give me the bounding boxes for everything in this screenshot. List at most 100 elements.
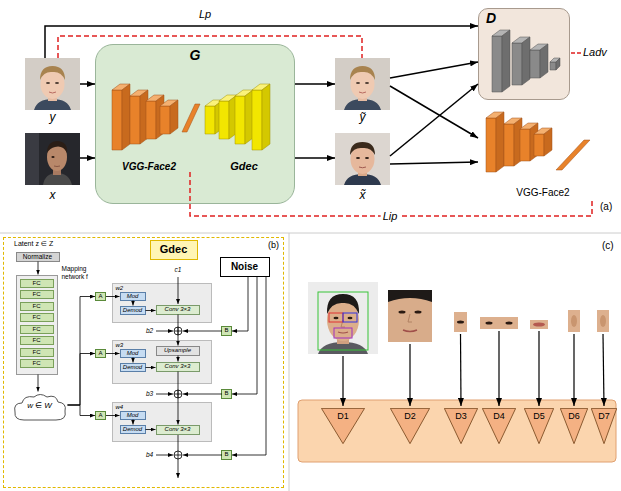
- encoder-layers: [160, 106, 170, 134]
- triangle-outline: [390, 408, 429, 443]
- flow-arrow: [178, 372, 179, 425]
- latent-cloud: w ∈ W: [12, 392, 68, 422]
- triangle-outline: [482, 408, 515, 443]
- edge-label-holder: Lp: [197, 8, 213, 20]
- discriminator-triangle: D1: [321, 408, 365, 444]
- flow-arrow: [390, 84, 478, 156]
- loss-label: Ladv: [583, 46, 607, 58]
- identity-layers: [486, 112, 590, 172]
- face-photo: [25, 133, 80, 185]
- panel-label: (a): [600, 201, 612, 212]
- node-text: FC: [33, 360, 41, 367]
- node-text: FC: [33, 303, 41, 310]
- node-text: D3: [455, 412, 467, 422]
- mod-box: Mod: [120, 411, 146, 420]
- encoder-layers: [130, 96, 140, 144]
- flow-arrow: [146, 310, 156, 311]
- node-text: VGG-Face2: [122, 161, 176, 172]
- discriminator-layers: [512, 43, 522, 85]
- identity-layers: [486, 118, 496, 172]
- discriminator-triangle: D3: [444, 408, 478, 444]
- affine-box: A: [95, 411, 106, 420]
- style-block: w4ModDemodConv 3×3: [112, 402, 212, 442]
- stylegan-wiring: [183, 455, 222, 456]
- face-photo: [335, 58, 390, 110]
- layer-box: FC: [20, 348, 54, 357]
- node-text: FC: [33, 349, 41, 356]
- panel-label: (c): [602, 240, 614, 251]
- discriminator-band: [298, 400, 616, 462]
- noise-scale-box: B: [221, 389, 232, 399]
- node-text: x̃: [360, 189, 366, 202]
- flow-arrow: [38, 262, 39, 275]
- flow-arrow: [68, 297, 96, 406]
- discriminator-layers: [530, 50, 540, 78]
- flow-arrow: [133, 420, 134, 425]
- layer-box: FC: [20, 302, 54, 311]
- face-crops: [486, 322, 493, 325]
- flow-arrow: [295, 157, 335, 159]
- face-crops: [597, 310, 609, 332]
- node-text: w ∈ W: [27, 402, 52, 411]
- face-crops: [571, 315, 577, 327]
- node-text: A: [98, 293, 102, 300]
- stylegan-wiring: [156, 455, 173, 456]
- sum-node: [178, 451, 179, 459]
- face-crops: [530, 320, 548, 329]
- flow-arrow: [133, 358, 134, 363]
- style-block: w3ModDemodUpsampleConv 3×3: [112, 340, 212, 384]
- loss-leader: [571, 52, 581, 54]
- sum-node: [174, 451, 182, 459]
- face-crops: [506, 322, 513, 325]
- discriminator-triangle: D4: [482, 408, 516, 444]
- flow-arrow: [232, 277, 248, 332]
- stylegan-wiring: [183, 394, 222, 395]
- face-crops: [457, 321, 464, 324]
- node-text: D7: [598, 412, 610, 422]
- panel-separator: [289, 233, 290, 491]
- triangle-outline: [321, 408, 364, 443]
- noise-scale-box: B: [221, 326, 232, 336]
- stylegan-wiring: [178, 277, 179, 304]
- node-text: Demod: [123, 364, 142, 371]
- node-text: Demod: [123, 426, 142, 433]
- identity-layers: [504, 124, 514, 166]
- identity-layers: [534, 134, 544, 156]
- crop-arrow: [538, 331, 539, 406]
- crop-arrow: [409, 344, 410, 406]
- node-text: D: [486, 11, 496, 26]
- node-text: Gdec: [230, 160, 258, 172]
- encoder-layers: [170, 100, 178, 134]
- cloud-outline: [14, 394, 65, 420]
- process-box: Normalize: [16, 252, 60, 262]
- face-crops: [568, 310, 580, 332]
- crop-arrow: [342, 356, 343, 406]
- node-text: Conv 3×3: [165, 363, 191, 370]
- decoder-layers: [235, 96, 245, 144]
- node-text: ỹ: [360, 111, 366, 124]
- discriminator-triangle: D2: [390, 408, 430, 444]
- triangle-outline: [560, 408, 587, 443]
- decoder-layers: [252, 90, 262, 150]
- node-text: FC: [33, 291, 41, 298]
- label-holder: (c): [602, 240, 614, 251]
- mapping-network: Mapping network fFCFCFCFCFCFCFCFC: [16, 275, 58, 375]
- encoder-layers: [146, 101, 156, 139]
- flow-arrow: [68, 354, 96, 406]
- crop-arrow: [460, 334, 462, 406]
- node-text: A: [98, 412, 102, 419]
- mod-box: Mod: [120, 349, 146, 358]
- flow-arrow: [106, 353, 120, 354]
- node-text: Gdec: [160, 243, 188, 255]
- panel-frame: (b)NormalizeMapping network fFCFCFCFCFCF…: [3, 237, 284, 488]
- node-text: D4: [493, 412, 505, 422]
- node-text: (b): [268, 241, 279, 251]
- edge-label-holder: Lip: [381, 210, 400, 222]
- encoder-layers: [112, 90, 122, 150]
- flow-arrow: [178, 315, 179, 346]
- triangle-outline: [524, 408, 553, 443]
- bias-label: b3: [146, 390, 153, 397]
- node-text: D5: [533, 412, 545, 422]
- node-text: FC: [33, 314, 41, 321]
- node-text: w4: [116, 404, 124, 411]
